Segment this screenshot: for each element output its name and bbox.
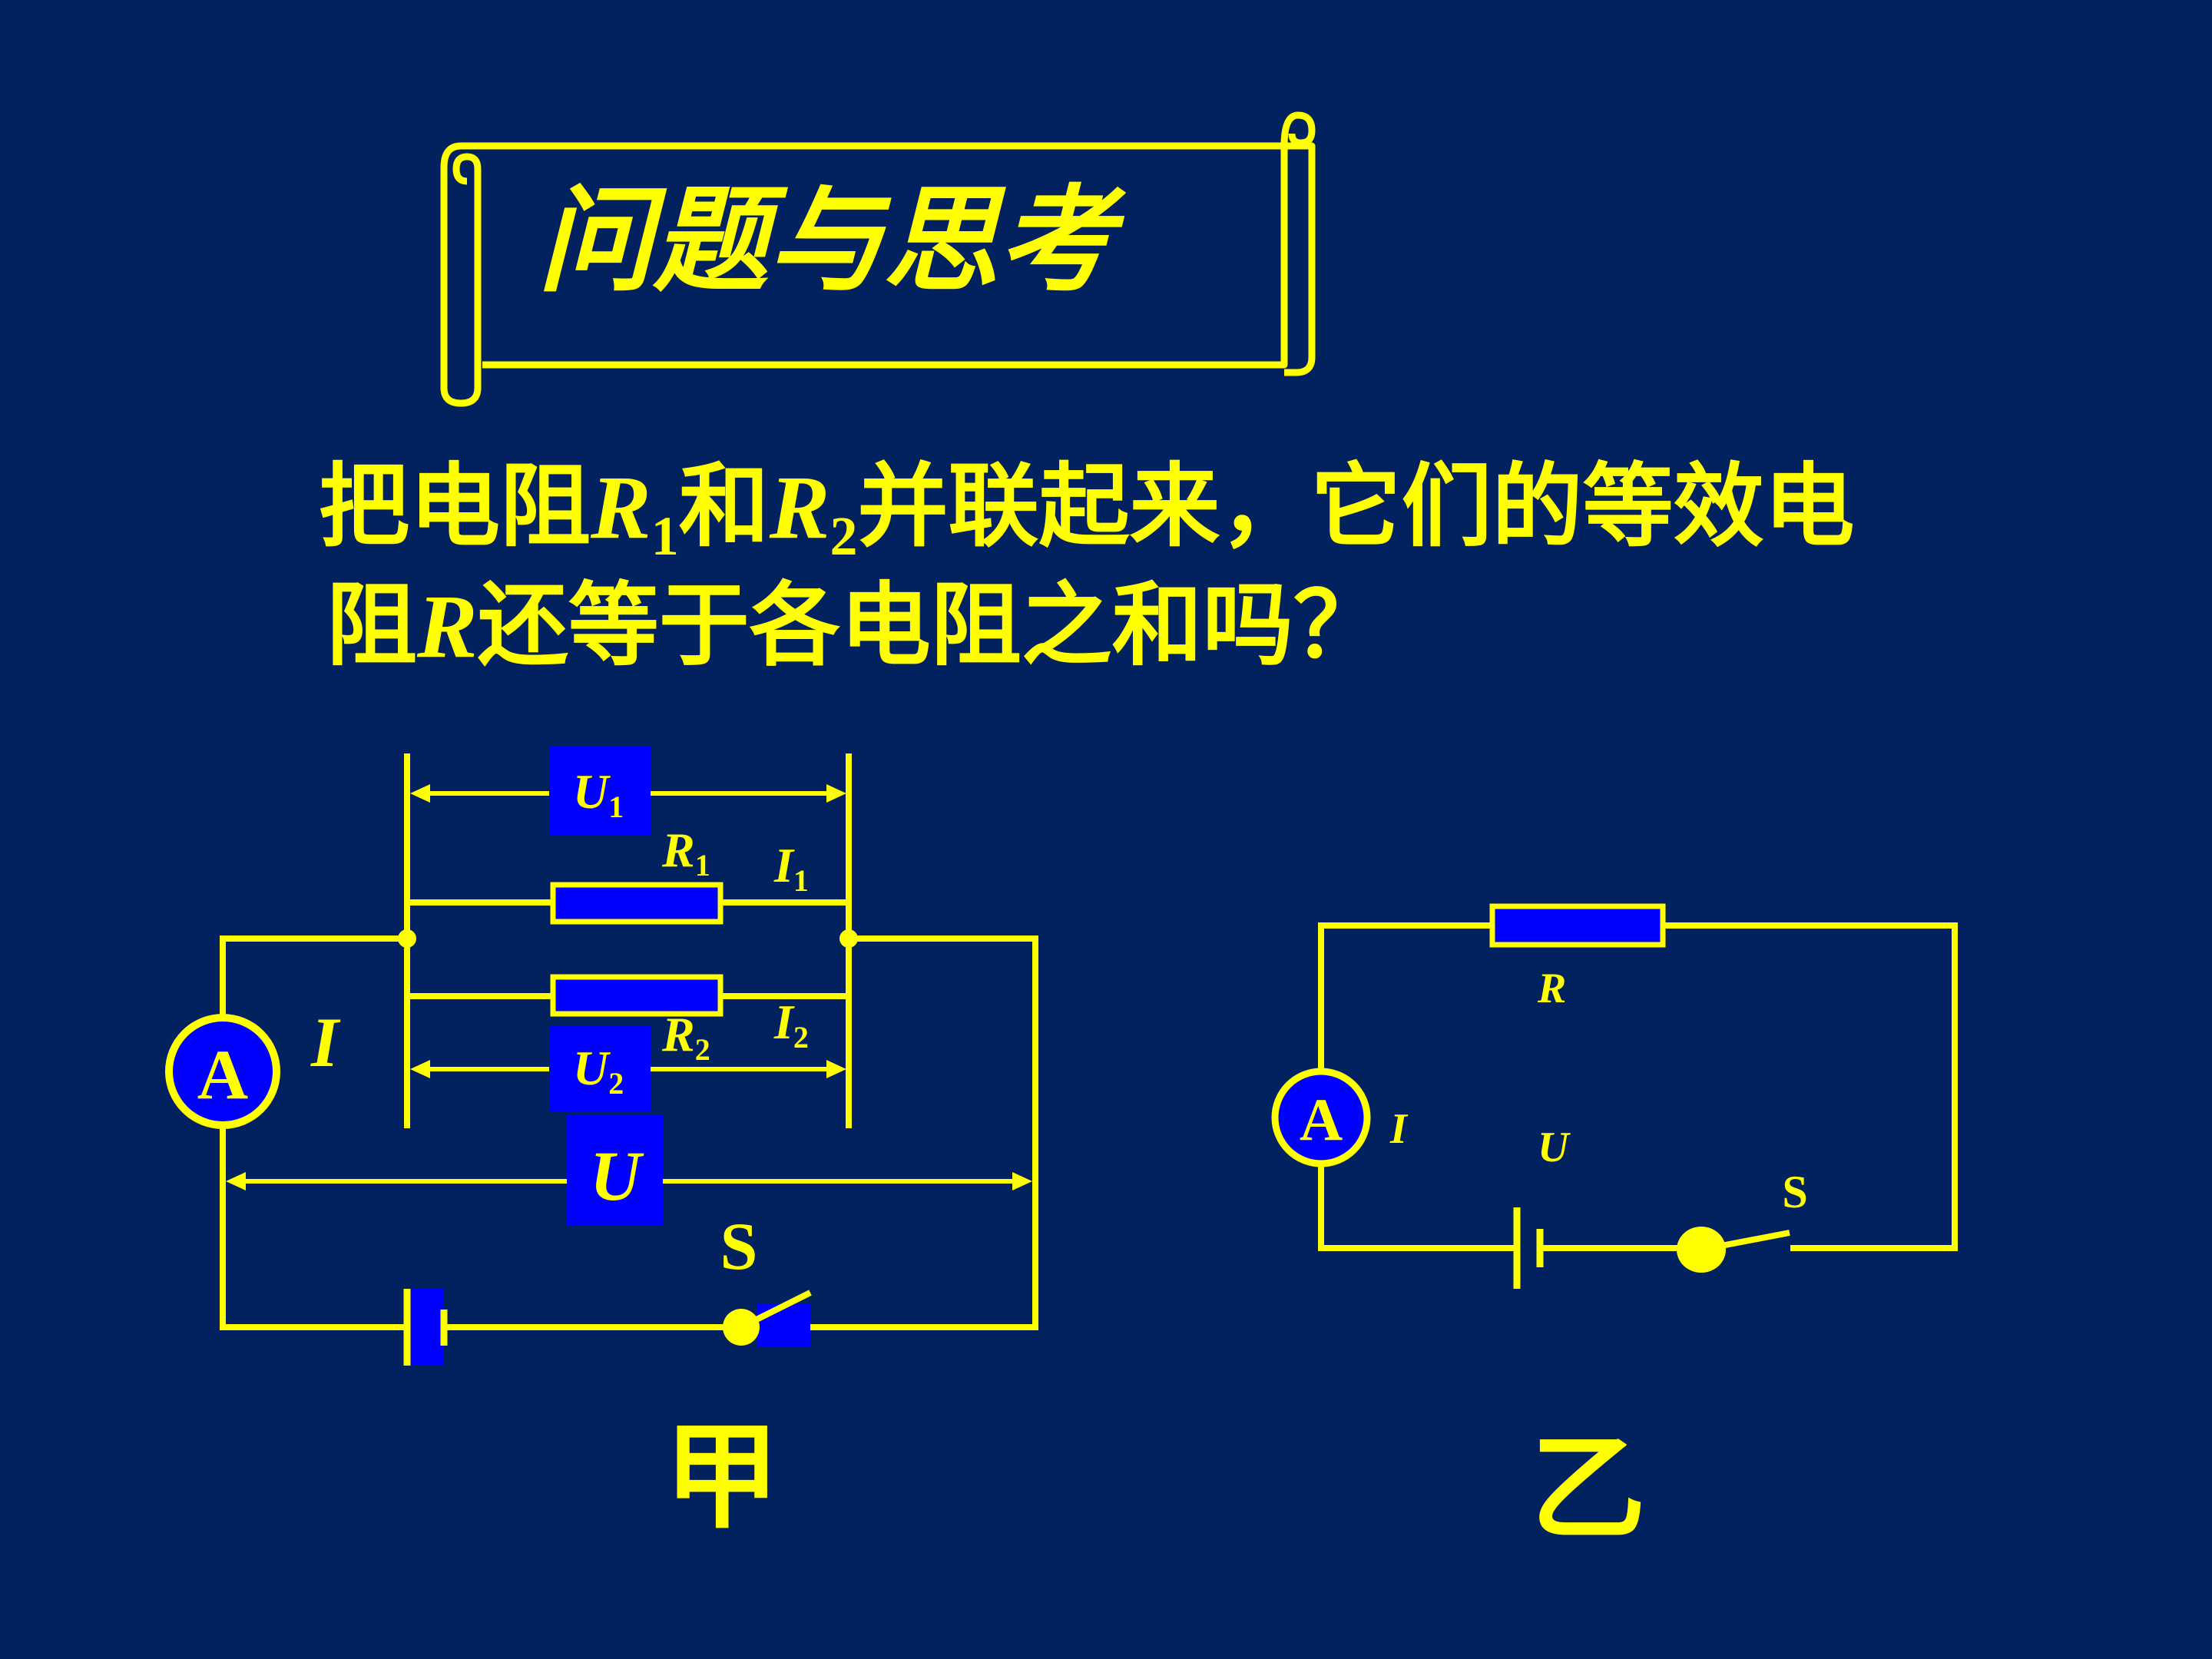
switch-jia-label: S [720,1210,758,1284]
q2-pre: 阻 [326,572,417,678]
u2-label: U2 [573,1041,624,1101]
ammeter-yi-label: A [1300,1086,1343,1153]
q1-mid: 和 [679,453,770,559]
q1-r1-sub: 1 [651,505,679,567]
switch-yi-label: S [1782,1167,1807,1217]
caption-yi: 乙 [1531,1422,1646,1556]
r2-label: R2 [661,1007,710,1067]
circuit-jia: U1 U2 U R1 I1 R2 I2 I A [165,747,1038,1545]
yi-wires [1318,922,1958,1251]
battery-jia-fill [407,1289,444,1366]
q1-r2: R [769,457,830,558]
q1-pre: 把电阻 [319,453,591,559]
ammeter-yi [1271,1068,1371,1167]
u1-label-box [549,747,651,835]
u2-label-box [549,1025,651,1111]
circuit-yi: R U I A S 乙 [1271,903,1958,1556]
jia-wires [220,753,1038,1330]
switch-yi-lever [1700,1230,1790,1253]
switch-jia-lever [740,1290,812,1330]
resistor-r [1489,903,1666,948]
question-text: 把电阻R1和R2并联起来，它们的等效电 阻R还等于各电阻之和吗？ [319,453,1854,678]
i1-label: I1 [773,838,809,898]
resistor-r2 [550,974,724,1017]
junction-dot-left [398,929,416,948]
q2-r: R [416,576,478,677]
r1-label: R1 [661,823,710,882]
question-line-2: 阻R还等于各电阻之和吗？ [326,572,1384,678]
q2-post: 还等于各电阻之和吗？ [478,572,1384,678]
q1-r2-sub: 2 [830,505,857,567]
ammeter-jia-label: A [197,1035,248,1114]
i2-label: I2 [773,995,809,1055]
caption-jia: 甲 [664,1411,780,1545]
page-title: 问题与思考 [538,174,1127,308]
i-label-yi: I [1389,1105,1409,1153]
i-label: I [310,1003,341,1081]
q1-post: 并联起来，它们的等效电 [857,453,1854,559]
u-label: U [590,1137,644,1215]
resistor-r1 [550,882,724,925]
u-label-yi: U [1538,1124,1571,1171]
question-line-1: 把电阻R1和R2并联起来，它们的等效电 [319,453,1854,567]
title-banner [440,111,1316,407]
u-label-box [567,1115,663,1225]
junction-dot-right [839,929,858,948]
switch-jia-fill [757,1304,810,1346]
r-label: R [1537,965,1566,1012]
ammeter-jia [165,1014,280,1129]
q1-r1: R [590,457,651,558]
u1-label: U1 [573,764,624,824]
